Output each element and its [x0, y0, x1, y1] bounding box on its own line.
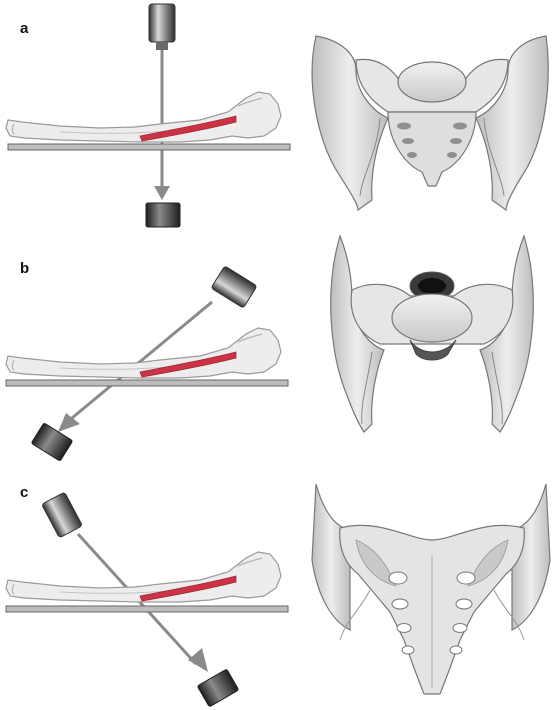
detector-a: [145, 202, 181, 228]
xray-tube-a: [148, 3, 176, 43]
panel-label-b: b: [20, 260, 30, 277]
panel-label-a: a: [20, 20, 29, 37]
panel-a-setup: [5, 3, 291, 228]
pelvis-highlight-b: [139, 351, 237, 378]
xray-beam-b: [71, 300, 213, 420]
pelvis-highlight-a: [139, 115, 237, 142]
xray-tube-b: [211, 266, 257, 308]
xray-tube-c: [42, 492, 82, 538]
panel-c-setup: [5, 492, 289, 707]
pelvis-ap-view: [311, 35, 549, 212]
pelvis-outlet-view: [311, 483, 551, 695]
patient-a: [5, 91, 282, 143]
beam-arrow-a: [154, 186, 170, 200]
pelvis-highlight-c: [139, 575, 237, 602]
detector-b: [31, 423, 73, 461]
pelvis-inlet-view: [330, 234, 534, 433]
beam-arrow-c: [188, 648, 208, 672]
detector-c: [197, 669, 239, 707]
patient-c: [5, 551, 282, 603]
table-c: [5, 605, 289, 613]
panel-label-c: c: [20, 484, 29, 501]
beam-arrow-b: [58, 413, 80, 432]
table-a: [7, 143, 291, 151]
table-b: [5, 379, 289, 387]
patient-b: [5, 327, 282, 379]
panel-b-setup: [5, 266, 289, 461]
